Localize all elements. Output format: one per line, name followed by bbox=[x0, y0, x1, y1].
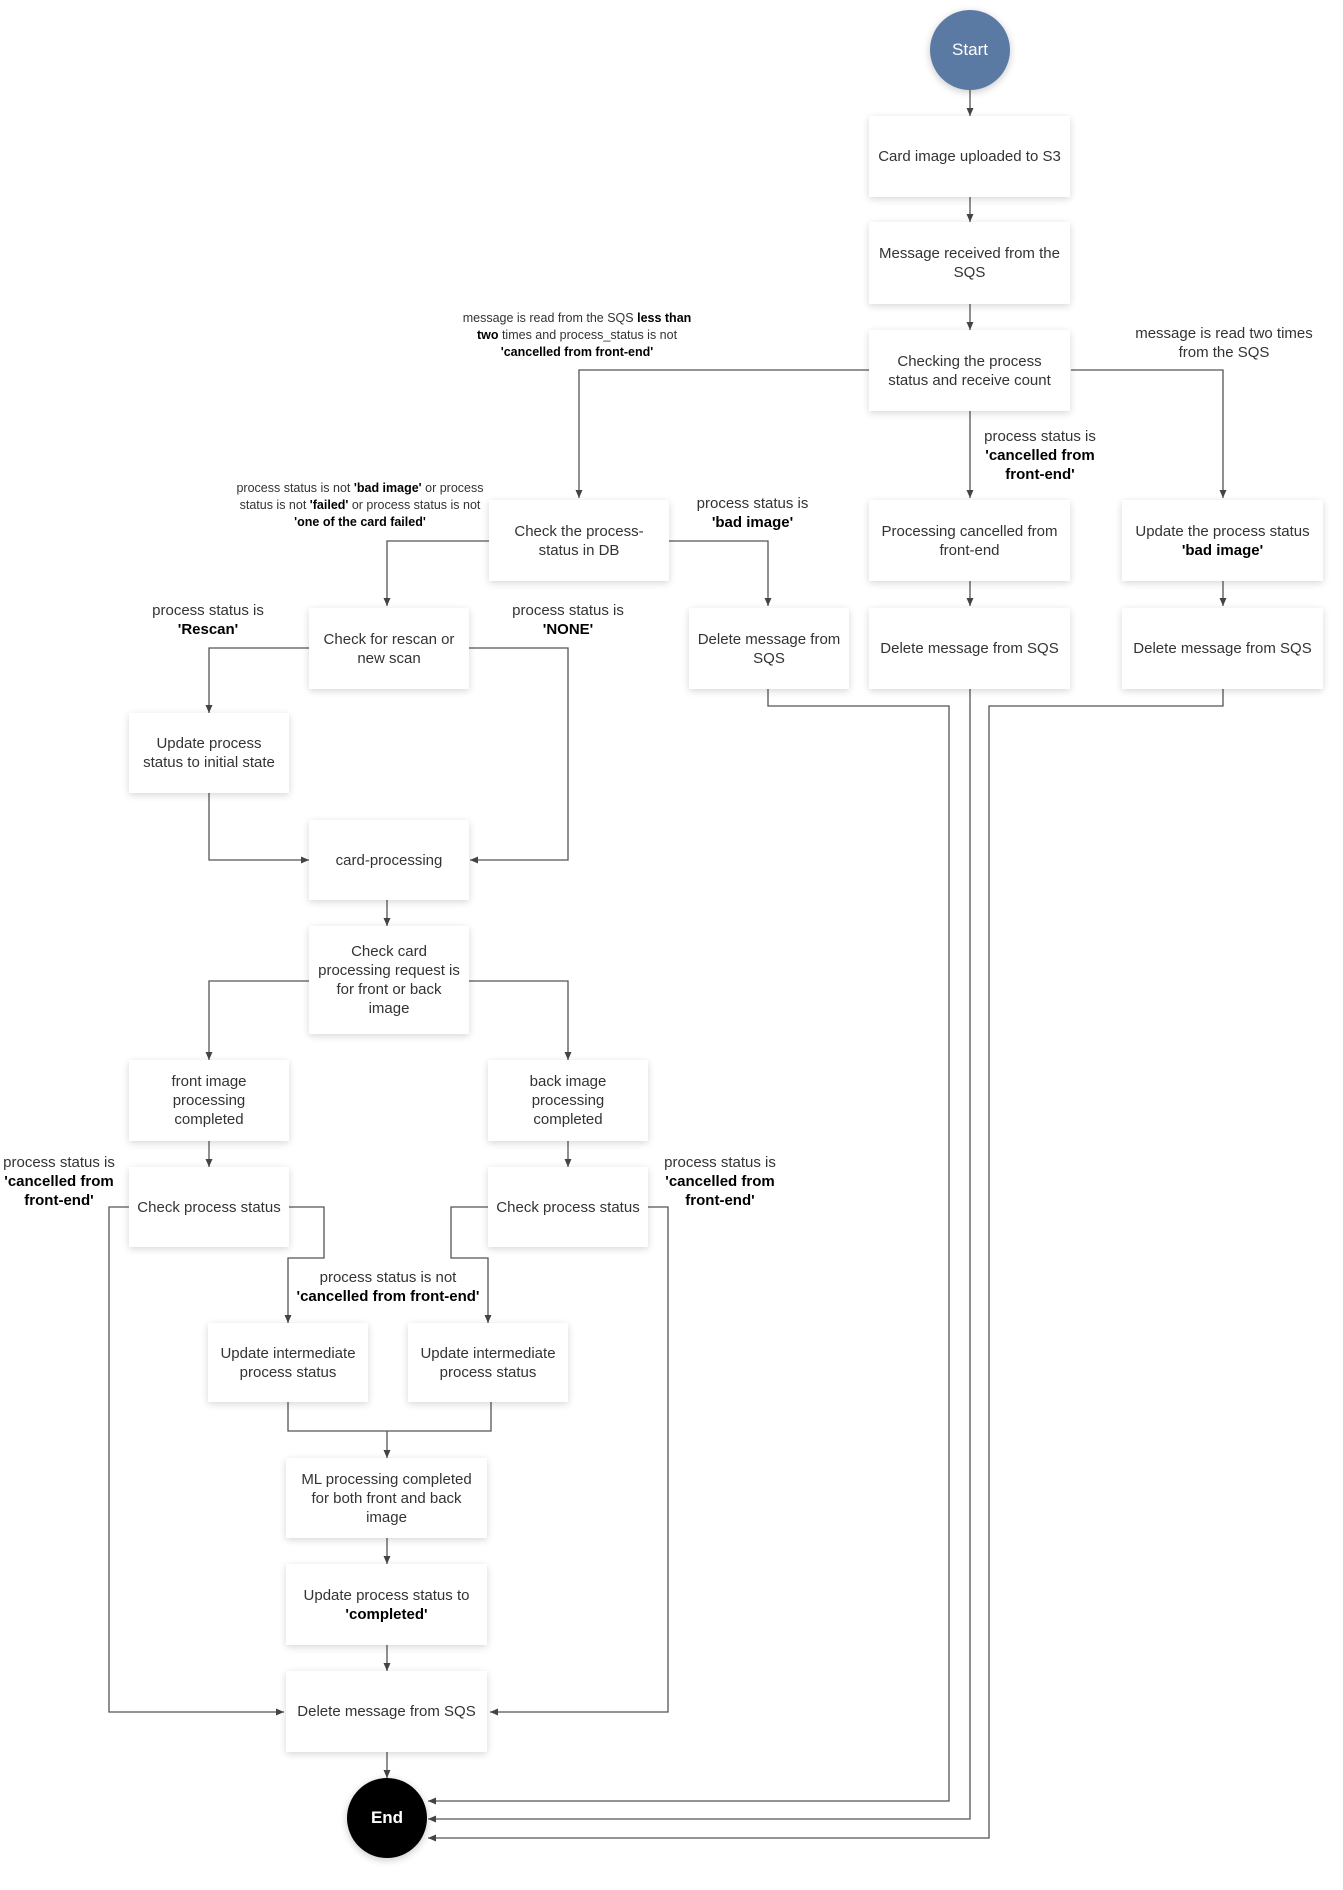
text-content: Delete message from SQS bbox=[880, 640, 1059, 657]
edge-front-check-to-delete bbox=[108, 1206, 284, 1716]
check-front-back-request-node: Check card processing request is for fro… bbox=[309, 926, 469, 1034]
check-process-status-receive-count-node: Checking the process status and receive … bbox=[869, 330, 1070, 411]
edge-update-initial-to-card-processing bbox=[208, 793, 309, 864]
check-process-status-db-node: Check the process-status in DB bbox=[489, 500, 669, 581]
card-processing-node: card-processing bbox=[309, 820, 469, 900]
update-intermediate-front-node: Update intermediate process status bbox=[208, 1323, 368, 1402]
label-not-cancelled-from-front-end: process status is not 'cancelled from fr… bbox=[287, 1268, 489, 1306]
label-cancelled-front-right: process status is 'cancelled from front-… bbox=[659, 1153, 781, 1210]
edge-back-check-to-update-intermediate bbox=[450, 1206, 492, 1323]
message-received-node: Message received from the SQS bbox=[869, 222, 1070, 304]
edge-merge-update-intermediate bbox=[287, 1400, 492, 1432]
update-initial-state-node: Update process status to initial state bbox=[129, 713, 289, 793]
edge-delete-cancelled-path-to-end bbox=[428, 689, 971, 1823]
text-content: Delete message from SQS bbox=[1133, 640, 1312, 657]
delete-message-node-2: Delete message from SQS bbox=[869, 608, 1070, 689]
text-content: Check process status bbox=[137, 1198, 281, 1216]
update-intermediate-back-node: Update intermediate process status bbox=[408, 1323, 568, 1402]
text-content: Checking the process status and receive … bbox=[888, 352, 1051, 389]
edge-check-status-to-bad-image bbox=[1071, 369, 1227, 498]
label-read-two-times: message is read two times from the SQS bbox=[1120, 324, 1328, 362]
edge-check-request-to-back bbox=[469, 980, 572, 1060]
ml-processing-completed-node: ML processing completed for both front a… bbox=[286, 1458, 487, 1538]
edge-delete-bad-image-path-to-end bbox=[428, 689, 1224, 1842]
front-image-completed-node: front image processing completed bbox=[129, 1060, 289, 1141]
label-bad-image: process status is 'bad image' bbox=[680, 494, 825, 532]
text-content: Check the process-status in DB bbox=[514, 522, 644, 559]
text-content: Processing cancelled from front-end bbox=[881, 522, 1058, 559]
text-content: Update intermediate process status bbox=[220, 1344, 356, 1381]
text-content: front image processing completed bbox=[171, 1073, 247, 1128]
text-content: process status is 'cancelled from front-… bbox=[3, 1154, 115, 1209]
label-cancelled-from-front-end-top: process status is 'cancelled from front-… bbox=[975, 427, 1105, 484]
text-content: back image processing completed bbox=[529, 1073, 607, 1128]
edge-check-request-to-front bbox=[205, 980, 309, 1060]
edge-db-check-to-rescan bbox=[383, 540, 489, 606]
text-content: ML processing completed for both front a… bbox=[301, 1470, 472, 1526]
edge-rescan-to-update-initial bbox=[205, 647, 309, 713]
edge-delete-db-path-to-end bbox=[428, 689, 950, 1805]
delete-message-final-node: Delete message from SQS bbox=[286, 1671, 487, 1752]
edge-db-check-to-delete bbox=[669, 540, 772, 606]
text-content: process status is 'bad image' bbox=[696, 495, 809, 531]
label-cancelled-front-left: process status is 'cancelled from front-… bbox=[0, 1153, 118, 1210]
edge-front-check-to-update-intermediate bbox=[284, 1206, 325, 1323]
check-process-status-front-node: Check process status bbox=[129, 1167, 289, 1247]
text-content: process status is 'Rescan' bbox=[152, 602, 264, 638]
update-status-bad-image-node: Update the process status 'bad image' bbox=[1122, 500, 1323, 581]
edge-rescan-to-card-processing bbox=[469, 647, 569, 864]
text-content: process status is not 'bad image' or pro… bbox=[236, 481, 484, 529]
processing-cancelled-node: Processing cancelled from front-end bbox=[869, 500, 1070, 581]
text-content: Update the process status 'bad image' bbox=[1135, 522, 1310, 559]
text-content: Check for rescan or new scan bbox=[323, 630, 455, 667]
text-content: process status is 'cancelled from front-… bbox=[984, 428, 1096, 483]
text-content: message is read from the SQS less than t… bbox=[462, 311, 692, 359]
label-none: process status is 'NONE' bbox=[508, 601, 628, 639]
edge-check-status-to-db-check bbox=[575, 369, 869, 498]
text-content: Update process status to initial state bbox=[143, 735, 275, 771]
check-process-status-back-node: Check process status bbox=[488, 1167, 648, 1247]
label-rescan: process status is 'Rescan' bbox=[148, 601, 268, 639]
text-content: Update process status to 'completed' bbox=[303, 1586, 470, 1623]
text-content: message is read two times from the SQS bbox=[1135, 325, 1313, 361]
text-content: process status is 'cancelled from front-… bbox=[664, 1154, 776, 1209]
check-rescan-node: Check for rescan or new scan bbox=[309, 608, 469, 689]
card-image-uploaded-node: Card image uploaded to S3 bbox=[869, 116, 1070, 197]
update-status-completed-node: Update process status to 'completed' bbox=[286, 1564, 487, 1645]
end-node: End bbox=[347, 1778, 427, 1858]
text-content: process status is not 'cancelled from fr… bbox=[296, 1269, 480, 1305]
text-content: Message received from the SQS bbox=[879, 245, 1060, 281]
text-content: Card image uploaded to S3 bbox=[878, 148, 1061, 165]
text-content: process status is 'NONE' bbox=[512, 602, 624, 638]
back-image-completed-node: back image processing completed bbox=[488, 1060, 648, 1141]
text-content: Check process status bbox=[496, 1198, 640, 1216]
text-content: Check card processing request is for fro… bbox=[318, 943, 460, 1017]
delete-message-node-3: Delete message from SQS bbox=[1122, 608, 1323, 689]
label-less-than-two-times: message is read from the SQS less than t… bbox=[452, 310, 702, 361]
delete-message-node-1: Delete message from SQS bbox=[689, 608, 849, 689]
text-content: Delete message from SQS bbox=[297, 1703, 476, 1720]
text-content: Delete message from SQS bbox=[697, 630, 841, 667]
label-not-bad-image-or-failed: process status is not 'bad image' or pro… bbox=[235, 480, 485, 531]
edge-back-check-to-delete bbox=[490, 1206, 669, 1716]
text-content: card-processing bbox=[335, 851, 443, 869]
text-content: Update intermediate process status bbox=[420, 1344, 556, 1381]
start-node: Start bbox=[930, 10, 1010, 90]
